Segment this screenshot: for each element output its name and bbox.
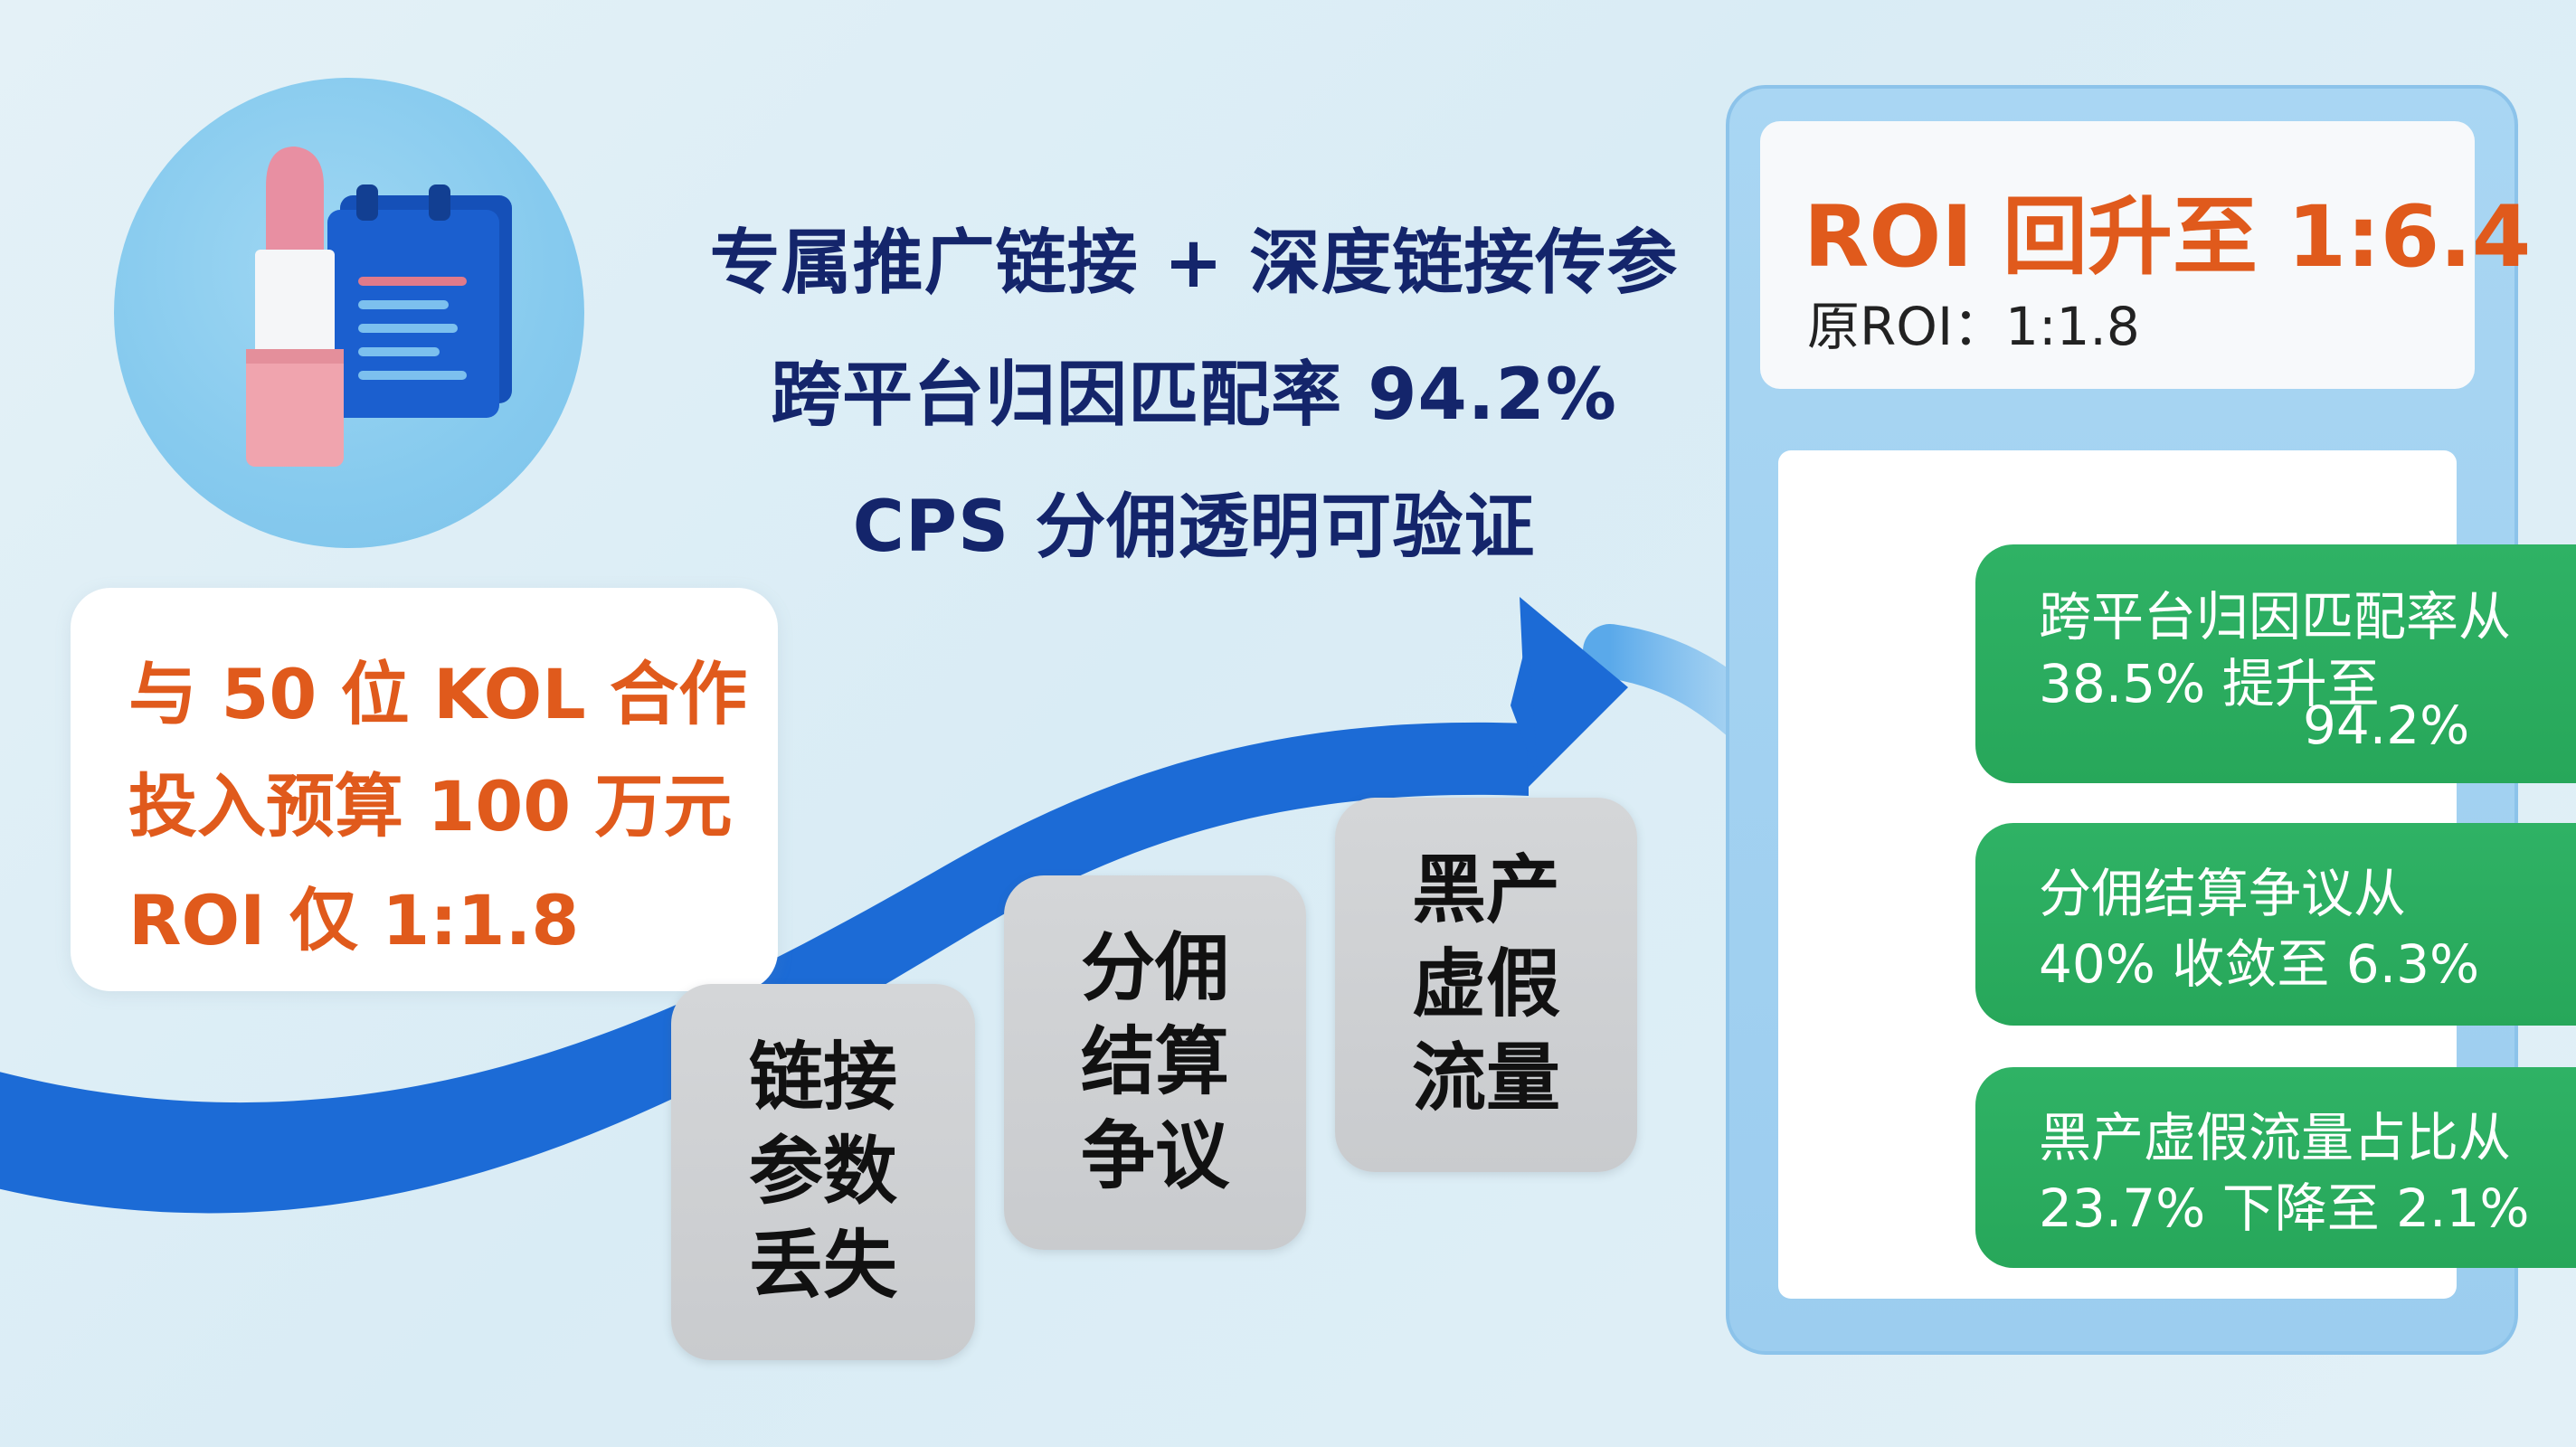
result-card-fake-traffic: 黑产虚假流量占比从 23.7% 下降至 2.1% [1975,1067,2576,1268]
result-text: 黑产虚假流量占比从 [2039,1107,2512,1168]
problem-text: 争议 [1080,1113,1229,1199]
problem-text: 虚假 [1411,941,1560,1027]
problem-text: 链接 [748,1035,897,1121]
problem-text: 参数 [748,1129,897,1215]
problem-box-commission-dispute: 分佣 结算 争议 [1004,875,1306,1250]
kol-line-partners: 与 50 位 KOL 合作 [128,654,748,734]
lipstick-icon [246,147,344,467]
problem-text: 分佣 [1080,925,1229,1011]
result-card-commission: 分佣结算争议从 40% 收敛至 6.3% [1975,823,2576,1026]
kol-summary-card [71,588,778,991]
result-text: 38.5% 提升至 [2039,653,2380,714]
problem-text: 黑产 [1411,847,1560,933]
problem-text: 流量 [1411,1036,1560,1121]
roi-title: ROI 回升至 1:6.4 [1804,188,2532,287]
product-icon-circle [114,78,584,548]
document-icon [327,184,512,418]
problem-box-link-params: 链接 参数 丢失 [671,984,975,1360]
roi-card [1760,121,2475,389]
kol-line-roi: ROI 仅 1:1.8 [128,880,580,960]
headline-line-3: CPS 分佣透明可验证 [852,487,1536,568]
problem-text: 结算 [1080,1019,1229,1105]
result-text: 94.2% [2303,695,2470,756]
result-text: 分佣结算争议从 [2039,863,2407,924]
result-text: 40% 收敛至 6.3% [2039,933,2480,995]
headline-line-1: 专属推广链接 + 深度链接传参 [709,222,1679,304]
problem-text: 丢失 [748,1223,897,1309]
problem-box-fake-traffic: 黑产 虚假 流量 [1335,798,1637,1172]
result-text: 跨平台归因匹配率从 [2039,586,2512,648]
result-card-attribution: 跨平台归因匹配率从 38.5% 提升至 94.2% [1975,544,2576,783]
result-text: 23.7% 下降至 2.1% [2039,1177,2530,1239]
kol-line-budget: 投入预算 100 万元 [128,766,733,846]
roi-original: 原ROI：1:1.8 [1807,296,2140,357]
headline-line-2: 跨平台归因匹配率 94.2% [771,355,1617,436]
